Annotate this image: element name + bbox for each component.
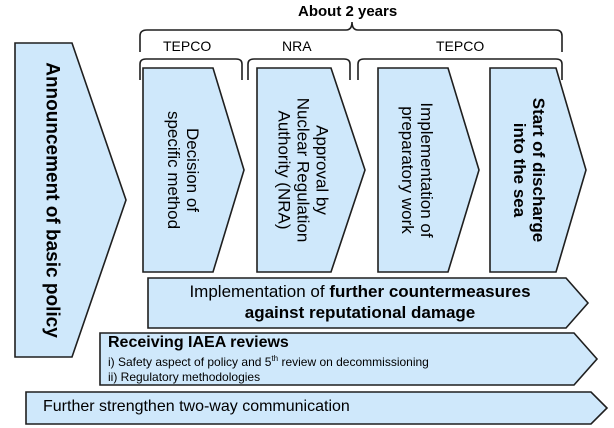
step-label-3: Implementation of preparatory work (398, 102, 437, 238)
org-label-tepco-right: TEPCO (436, 38, 485, 54)
step-label-4: Start of discharge into the sea (510, 97, 549, 243)
iaea-arrow (99, 332, 599, 386)
iaea-title: Receiving IAEA reviews (108, 334, 289, 351)
iaea-item-1: i) Safety aspect of policy and 5th revie… (108, 354, 429, 369)
tepco-left-bracket (139, 58, 243, 80)
countermeasures-prefix: Implementation of (189, 282, 330, 301)
org-label-tepco-left: TEPCO (163, 38, 212, 54)
step-arrow-1 (142, 67, 245, 273)
countermeasures-bold-1: further countermeasures (329, 282, 531, 301)
countermeasures-arrow (147, 277, 590, 329)
step-arrow-2 (256, 67, 366, 273)
step-arrow-3 (377, 67, 480, 273)
countermeasures-bold-2: against reputational damage (244, 303, 476, 322)
org-label-nra: NRA (282, 38, 312, 54)
step-label-1: Decision of specific method (164, 110, 203, 230)
announcement-arrow (14, 42, 127, 358)
communication-arrow (25, 391, 609, 425)
nra-bracket (247, 58, 351, 80)
communication-label: Further strengthen two-way communication (43, 398, 350, 415)
duration-label: About 2 years (298, 3, 398, 20)
step-label-2: Approval by Nuclear Regulation Authority… (274, 97, 332, 243)
tepco-right-bracket (357, 58, 563, 80)
duration-brace (139, 21, 563, 52)
announcement-label: Announcement of basic policy (41, 62, 63, 338)
step-arrow-4 (489, 67, 587, 273)
iaea-item-2: ii) Regulatory methodologies (108, 370, 261, 384)
countermeasures-label: Implementation of further countermeasure… (150, 281, 570, 323)
